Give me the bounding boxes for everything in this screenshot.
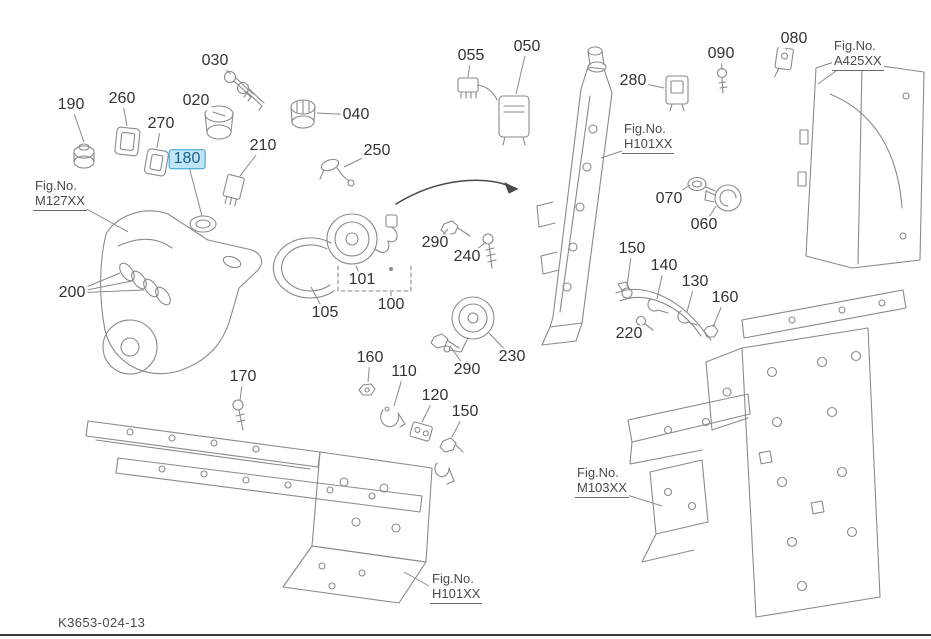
part-callout-020-4[interactable]: 020 xyxy=(180,92,212,110)
part-callout-240-17[interactable]: 240 xyxy=(451,248,483,266)
switch-270-drawing xyxy=(143,148,169,177)
horn-230-drawing xyxy=(443,296,495,353)
part-callout-080-12[interactable]: 080 xyxy=(778,30,810,48)
ignition-switch-020-drawing xyxy=(204,105,234,140)
part-callout-200-22[interactable]: 200 xyxy=(56,284,88,302)
cap-180-drawing xyxy=(189,215,217,233)
fig-ref-title: Fig.No. xyxy=(624,121,666,136)
part-callout-100-25[interactable]: 100 xyxy=(375,296,407,314)
sensor-080-drawing xyxy=(774,46,794,78)
part-callout-090-11[interactable]: 090 xyxy=(705,45,737,63)
part-callout-060-15[interactable]: 060 xyxy=(688,216,720,234)
part-callout-040-7[interactable]: 040 xyxy=(340,106,372,124)
part-callout-260-1[interactable]: 260 xyxy=(106,90,138,108)
part-callout-160-21[interactable]: 160 xyxy=(709,289,741,307)
part-callout-170-30[interactable]: 170 xyxy=(227,368,259,386)
part-callout-160-29[interactable]: 160 xyxy=(354,349,386,367)
fig-ref-M127XX-0[interactable]: Fig.No.M127XX xyxy=(33,178,87,211)
part-callout-230-27[interactable]: 230 xyxy=(496,348,528,366)
leader-line xyxy=(817,67,841,85)
switch-260-drawing xyxy=(114,126,141,157)
part-callout-190-0[interactable]: 190 xyxy=(55,96,87,114)
fig-ref-code: A425XX xyxy=(834,53,882,69)
part-callout-150-18[interactable]: 150 xyxy=(616,240,648,258)
bolt-240-drawing xyxy=(482,233,497,269)
fig-ref-code: M127XX xyxy=(35,193,85,209)
bolt-150-lower-drawing xyxy=(434,437,464,485)
harness-bracket-drawing xyxy=(615,281,719,341)
page-bottom-rule xyxy=(0,634,931,636)
fig-ref-title: Fig.No. xyxy=(432,571,474,586)
part-callout-180-5[interactable]: 180 xyxy=(168,149,206,169)
part-callout-050-10[interactable]: 050 xyxy=(511,38,543,56)
bracket-120-drawing xyxy=(409,421,433,442)
part-callout-270-2[interactable]: 270 xyxy=(145,115,177,133)
fig-ref-code: H101XX xyxy=(624,136,673,152)
fig-ref-code: M103XX xyxy=(577,480,627,496)
bolt-170-drawing xyxy=(232,399,246,431)
part-callout-280-13[interactable]: 280 xyxy=(617,72,649,90)
part-callout-101-24[interactable]: 101 xyxy=(346,271,378,289)
nut-160-left-drawing xyxy=(358,383,376,396)
drawing-code: K3653-024-13 xyxy=(58,615,146,630)
part-callout-210-6[interactable]: 210 xyxy=(247,137,279,155)
connector-210-drawing xyxy=(222,174,245,207)
part-callout-110-31[interactable]: 110 xyxy=(389,363,419,381)
part-callout-220-26[interactable]: 220 xyxy=(613,325,645,343)
keys-030-drawing xyxy=(223,70,265,111)
connector-040-drawing xyxy=(290,99,316,129)
clamp-110-drawing xyxy=(380,406,406,428)
fig-ref-title: Fig.No. xyxy=(35,178,77,193)
pointer-arrow-icon xyxy=(395,179,518,205)
switch-190-drawing xyxy=(73,143,95,169)
fig-ref-H101XX-1[interactable]: Fig.No.H101XX xyxy=(622,121,675,154)
part-callout-070-14[interactable]: 070 xyxy=(653,190,685,208)
part-callout-120-32[interactable]: 120 xyxy=(419,387,451,405)
connector-055-drawing xyxy=(457,77,498,101)
meter-101-drawing xyxy=(326,213,398,265)
horn-060-drawing xyxy=(704,184,742,212)
leader-line xyxy=(600,150,623,159)
part-callout-105-23[interactable]: 105 xyxy=(309,304,341,322)
bolt-290-upper-drawing xyxy=(440,220,471,237)
fig-ref-A425XX-2[interactable]: Fig.No.A425XX xyxy=(832,38,884,71)
console-panel-drawing xyxy=(100,210,263,375)
fig-ref-title: Fig.No. xyxy=(577,465,619,480)
controller-050-drawing xyxy=(498,95,530,146)
support-frame-drawing xyxy=(627,289,907,618)
lower-frame-drawing xyxy=(85,420,433,604)
leader-line xyxy=(626,494,663,507)
side-panel-drawing xyxy=(797,59,925,269)
part-callout-150-33[interactable]: 150 xyxy=(449,403,481,421)
bolt-290-lower-drawing xyxy=(430,333,460,349)
fitting-250-drawing xyxy=(319,158,355,187)
fig-ref-code: H101XX xyxy=(432,586,481,602)
part-callout-250-8[interactable]: 250 xyxy=(361,142,393,160)
part-callout-055-9[interactable]: 055 xyxy=(455,47,487,65)
relay-280-drawing xyxy=(665,75,689,112)
fig-ref-M103XX-3[interactable]: Fig.No.M103XX xyxy=(575,465,629,498)
fig-ref-title: Fig.No. xyxy=(834,38,876,53)
grommet-070-drawing xyxy=(687,176,716,192)
fig-ref-H101XX-4[interactable]: Fig.No.H101XX xyxy=(430,571,483,604)
leader-line xyxy=(84,207,129,233)
steering-column-drawing xyxy=(536,46,613,346)
bracket-100-dot xyxy=(389,267,393,271)
part-callout-290-28[interactable]: 290 xyxy=(451,361,483,379)
part-callout-130-20[interactable]: 130 xyxy=(679,273,711,291)
part-callout-140-19[interactable]: 140 xyxy=(648,257,680,275)
leader-line xyxy=(403,571,430,587)
part-callout-030-3[interactable]: 030 xyxy=(199,52,231,70)
part-callout-290-16[interactable]: 290 xyxy=(419,234,451,252)
